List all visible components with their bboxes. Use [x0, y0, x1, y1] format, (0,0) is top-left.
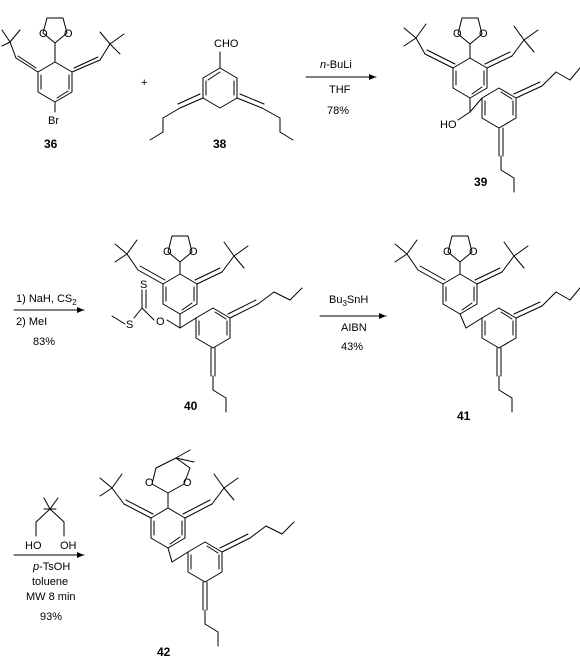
step-1-arrow: n-BuLi THF 78% [305, 59, 377, 117]
reagent-mei: 2) MeI [16, 316, 47, 328]
compound-label-39: 39 [474, 175, 488, 189]
atom-s: S [140, 279, 147, 291]
atom-ho: HO [440, 119, 457, 131]
atom-o: O [189, 246, 198, 258]
reagent-bu3-subscript: 3 [342, 299, 347, 308]
plus-sign: + [141, 77, 147, 89]
yield-step-1: 78% [327, 105, 349, 117]
atom-o: O [163, 246, 172, 258]
compound-label-42: 42 [157, 645, 171, 659]
reagent-bu3snh: Bu [329, 294, 342, 306]
reagent-snh: SnH [347, 294, 368, 306]
atom-br: Br [48, 115, 59, 127]
compound-label-38: 38 [213, 137, 227, 151]
atom-o: O [443, 246, 452, 258]
atom-o: O [156, 316, 165, 328]
diol-structure: HO OH [25, 497, 77, 552]
compound-41-structure: O O [394, 235, 580, 413]
compound-39-structure: O O HO [403, 17, 580, 193]
yield-step-4: 93% [40, 611, 62, 623]
reagent-nbuli-prefix: n [320, 59, 326, 71]
compound-42-structure: O O [99, 449, 295, 647]
atom-o: O [39, 28, 48, 40]
svg-text:n-BuLi: n-BuLi [320, 59, 352, 71]
reagent-nah-cs2: 1) NaH, CS [16, 293, 72, 305]
compound-38-structure: CHO [149, 38, 294, 141]
yield-step-2: 83% [33, 336, 55, 348]
solvent-thf: THF [329, 84, 351, 96]
step-3-arrow: Bu3SnH AIBN 43% [319, 294, 387, 353]
reagent-ptsoh-prefix: p [32, 561, 39, 573]
compound-36-structure: O O Br [1, 17, 125, 127]
diol-ho: HO [25, 540, 42, 552]
svg-text:Bu3SnH: Bu3SnH [329, 294, 368, 308]
reagent-nbuli: -BuLi [326, 59, 352, 71]
atom-s: S [126, 319, 133, 331]
atom-o: O [479, 28, 488, 40]
conditions-mw: MW 8 min [26, 591, 76, 603]
compound-label-40: 40 [184, 399, 198, 413]
reagent-cs2-subscript: 2 [72, 298, 77, 307]
atom-cho: CHO [214, 38, 239, 50]
yield-step-3: 43% [341, 341, 363, 353]
atom-o: O [183, 477, 192, 489]
diol-oh: OH [60, 540, 77, 552]
atom-o: O [64, 28, 73, 40]
reagent-aibn: AIBN [341, 322, 367, 334]
svg-text:p-TsOH: p-TsOH [32, 561, 70, 573]
svg-text:1) NaH, CS2: 1) NaH, CS2 [16, 293, 77, 307]
step-2-arrow: 1) NaH, CS2 2) MeI 83% [13, 293, 85, 348]
step-4-arrow: HO OH p-TsOH toluene MW 8 min 93% [13, 497, 85, 623]
atom-o: O [453, 28, 462, 40]
atom-o: O [145, 477, 154, 489]
solvent-toluene: toluene [32, 576, 68, 588]
compound-label-36: 36 [44, 137, 58, 151]
compound-40-structure: O O O S S [111, 235, 303, 413]
reagent-ptsoh: -TsOH [39, 561, 70, 573]
compound-label-41: 41 [457, 409, 471, 423]
atom-o: O [469, 246, 478, 258]
